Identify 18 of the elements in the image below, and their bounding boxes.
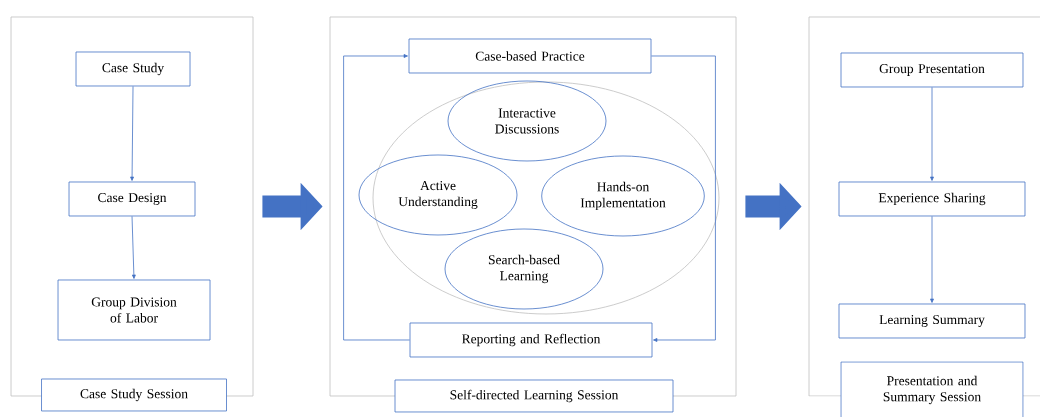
arrow <box>130 86 134 181</box>
arrow <box>651 55 716 342</box>
arrow <box>131 216 136 279</box>
step-box: Case Design <box>68 181 196 217</box>
session-label: Case Study Session <box>41 378 227 412</box>
step-box: Case Study <box>75 51 191 87</box>
step-box: Experience Sharing <box>838 181 1026 217</box>
arrow <box>343 54 410 341</box>
arrow <box>930 216 934 303</box>
step-box: Group Presentation <box>840 52 1024 88</box>
outer-ellipse <box>372 81 720 315</box>
session-label: Presentation and Summary Session <box>840 361 1024 417</box>
step-box: Case-based Practice <box>408 38 652 74</box>
step-box: Learning Summary <box>838 303 1026 339</box>
arrow <box>930 87 934 181</box>
session-label: Self-directed Learning Session <box>394 379 674 413</box>
step-box: Reporting and Reflection <box>409 322 653 358</box>
step-box: Group Division of Labor <box>57 279 211 341</box>
